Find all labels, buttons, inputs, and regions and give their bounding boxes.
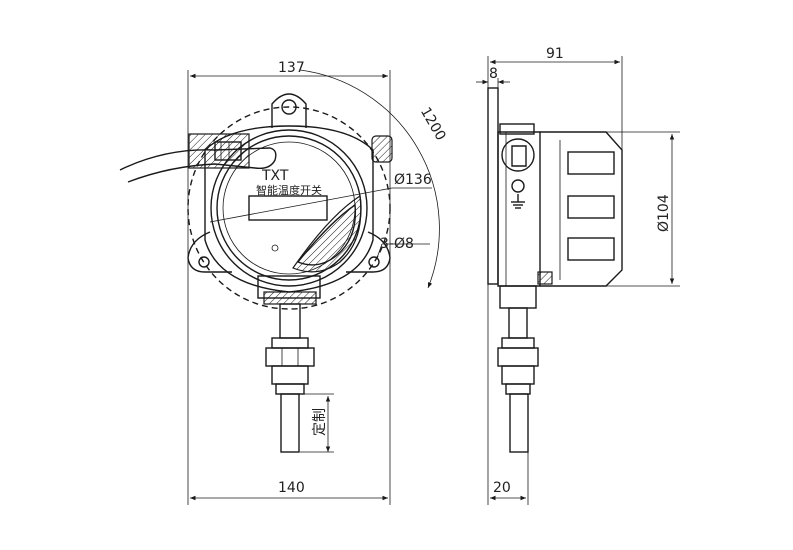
status-led [271, 244, 279, 252]
display-window [248, 195, 328, 221]
cable-gland-body [188, 133, 250, 169]
dim-label-140: 140 [278, 480, 305, 496]
side-fitting-top [501, 337, 535, 349]
top-lug [271, 93, 307, 128]
top-lug-hole [281, 99, 297, 115]
ground-icon [511, 194, 525, 209]
dim-label-holes: 3-Ø8 [380, 236, 414, 252]
dim-label-136: Ø136 [394, 172, 432, 188]
right-plug [371, 135, 393, 163]
side-fin-2 [567, 195, 615, 219]
side-neck [499, 285, 537, 309]
dim-arc-1200 [299, 69, 440, 289]
side-probe-tube [509, 393, 529, 453]
brand-text: TXT [261, 168, 289, 184]
front-dimensions: 137 140 1200 Ø136 3-Ø8 定制 [187, 60, 449, 505]
cable-gland-nut [214, 141, 242, 161]
side-ground-screw [511, 179, 525, 193]
housing-body [204, 125, 374, 293]
fitting-thread [275, 383, 305, 395]
side-gland [537, 271, 553, 285]
side-cover [540, 131, 623, 287]
side-stem [508, 307, 528, 339]
cover-cutaway-inner [296, 203, 357, 266]
side-view [487, 87, 623, 453]
dim-label-custom: 定制 [312, 408, 328, 436]
left-mount-hole [198, 256, 210, 268]
dim-label-104: Ø104 [656, 194, 672, 232]
fitting-nut-bottom [271, 365, 309, 385]
side-fitting-hex [497, 347, 539, 367]
side-gland-circle [501, 138, 535, 172]
side-fitting-thread [505, 383, 531, 395]
probe-tube [280, 393, 300, 453]
dim-label-91: 91 [546, 46, 564, 62]
leader-holes [376, 243, 383, 259]
right-mount-hole [368, 256, 380, 268]
side-fin-1 [567, 151, 615, 175]
cable [119, 147, 277, 183]
side-top-boss [499, 123, 535, 135]
bottom-boss [263, 291, 317, 305]
side-fitting-nut [501, 365, 535, 385]
dim-label-1200: 1200 [417, 105, 449, 144]
dim-label-137: 137 [278, 60, 305, 76]
cover-cutaway [292, 194, 362, 273]
side-gland-key [511, 145, 527, 167]
window-ring-outer [210, 129, 368, 287]
fitting-hex [265, 347, 315, 367]
side-fin-3 [567, 237, 615, 261]
leader-136 [209, 187, 393, 223]
side-flange-plate [487, 87, 499, 285]
side-dimensions: 91 8 Ø104 20 [476, 46, 680, 505]
product-name-text: 智能温度开关 [256, 183, 322, 197]
fitting-nut-top [271, 337, 309, 349]
dim-label-20: 20 [493, 480, 511, 496]
front-view: TXT 智能温度开关 [119, 93, 393, 453]
dim-label-8: 8 [489, 66, 498, 82]
